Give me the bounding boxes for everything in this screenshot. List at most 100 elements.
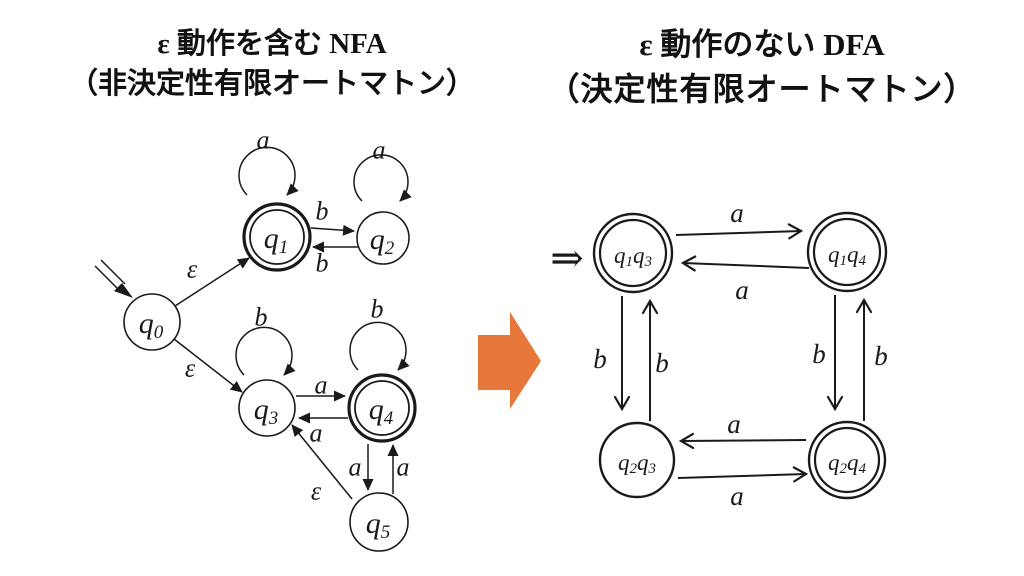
state-label: q2q3 [618, 450, 656, 478]
state-label-sub: 2 [630, 461, 638, 477]
state-label-sub: 1 [279, 237, 289, 258]
state-label-base: q [366, 507, 381, 540]
edge-label-q5-q3: ε [311, 477, 322, 506]
edge-label-q4-q5: a [349, 453, 362, 482]
nfa-title: ε 動作を含む NFA （非決定性有限オートマトン） [40, 24, 504, 104]
state-label-base: q [828, 242, 840, 267]
transition-q2q3-q2q4 [677, 466, 809, 483]
nfa-state-q1: q1 [242, 202, 312, 272]
dfa-title: ε 動作のない DFA （決定性有限オートマトン） [530, 24, 994, 111]
self-loop-q4 [349, 321, 410, 371]
state-label: q1 [264, 222, 289, 258]
dfa-state-q2q4: q2q4 [807, 420, 887, 500]
state-circle [356, 211, 410, 265]
dfa-state-q1q3: q1q3 [592, 212, 674, 294]
state-circle [349, 492, 409, 552]
nfa-state-q3: q3 [238, 379, 296, 437]
edge-label-q1q4-q2q4: b [812, 339, 826, 369]
state-inner-circle [249, 209, 305, 265]
self-loop-q2 [353, 154, 412, 202]
state-label-base: q [264, 222, 279, 255]
state-label-sub: 4 [859, 253, 867, 269]
state-inner-circle [598, 218, 668, 288]
transition-q2q4-q2q3 [678, 432, 807, 450]
start-arrow-line [94, 265, 120, 291]
edge-label-q2q3-q2q4: a [730, 481, 744, 511]
state-outer-circle [807, 420, 887, 500]
edge-label-q0-q3: ε [185, 354, 196, 383]
state-outer-circle [347, 373, 417, 443]
edge-label-loop-q4: b [371, 295, 384, 324]
state-label: q1q4 [828, 242, 867, 270]
state-label: q2q4 [828, 450, 867, 478]
state-label-sub: 5 [381, 522, 391, 543]
dfa-state-q1q4: q1q4 [806, 211, 888, 293]
edge-label-q4-q3: a [310, 419, 323, 448]
edge-label-q1q4-q1q3: a [735, 275, 749, 305]
self-loop-q3 [235, 326, 296, 376]
edge-label-loop-q2: a [373, 136, 386, 165]
state-label-sub: 2 [385, 238, 395, 259]
state-inner-circle [813, 426, 881, 494]
transition-q5-q3 [291, 424, 353, 500]
nfa-state-q2: q2 [356, 211, 410, 265]
state-label: q1q3 [614, 243, 652, 271]
edge-label-q2q3-q1q3: b [655, 348, 669, 378]
edge-label-q2q4-q1q4: b [874, 341, 888, 371]
state-label-base: q [618, 450, 630, 475]
state-label-base: q [847, 242, 859, 267]
state-label-base: q [828, 450, 840, 475]
state-label-base: q [847, 450, 859, 475]
state-label-sub: 3 [268, 408, 279, 429]
nfa-state-q4: q4 [347, 373, 417, 443]
edge-label-q2q4-q2q3: a [727, 409, 741, 439]
state-label: q2 [370, 223, 395, 259]
state-label-base: q [370, 223, 385, 256]
edge-label-q2-q1: b [316, 249, 329, 278]
state-outer-circle [592, 212, 674, 294]
state-label: q0 [139, 307, 164, 343]
state-label-sub: 4 [859, 461, 867, 477]
state-label-base: q [637, 450, 649, 475]
transition-q1q4-q1q3 [680, 255, 810, 272]
edge-label-q0-q1: ε [187, 255, 198, 284]
state-label-sub: 1 [626, 254, 634, 270]
dfa-title-line2: （決定性有限オートマトン） [547, 70, 977, 107]
nfa-state-q0: q0 [123, 293, 181, 351]
state-circle [123, 293, 181, 351]
nfa-title-line1: ε 動作を含む NFA [157, 28, 387, 60]
state-label: q5 [366, 507, 391, 543]
start-arrow-line [100, 259, 126, 285]
edge-label-q1q3-q2q3: b [593, 344, 607, 374]
nfa-title-line2: （非決定性有限オートマトン） [68, 68, 475, 101]
state-outer-circle [242, 202, 312, 272]
edge-label-q3-q4: a [315, 371, 328, 400]
state-label: q3 [254, 393, 279, 429]
state-outer-circle [806, 211, 888, 293]
nfa-state-q5: q5 [349, 492, 409, 552]
self-loop-q1 [238, 146, 299, 196]
state-inner-circle [354, 380, 410, 436]
transition-q0-q3 [173, 338, 243, 393]
transition-q1-q2 [310, 224, 355, 236]
state-circle [598, 421, 676, 499]
state-circle [238, 379, 296, 437]
nfa-diagram: q0 q1 q2 q3 q4 q5 [94, 126, 417, 552]
edge-label-q1-q2: b [316, 197, 329, 226]
edge-label-q1q3-q1q4: a [730, 198, 744, 228]
state-label-base: q [369, 393, 384, 426]
state-label-sub: 3 [648, 461, 657, 477]
dfa-start-symbol: ⇒ [550, 236, 584, 281]
state-label-sub: 4 [384, 408, 394, 429]
state-label-base: q [139, 307, 154, 340]
state-label-sub: 0 [154, 322, 164, 343]
conversion-arrow [478, 312, 541, 409]
state-label: q4 [369, 393, 394, 429]
state-label-base: q [614, 243, 626, 268]
edge-label-loop-q3: b [255, 303, 268, 332]
state-label-sub: 1 [840, 253, 848, 269]
dfa-state-q2q3: q2q3 [598, 421, 676, 499]
state-label-sub: 3 [644, 254, 653, 270]
